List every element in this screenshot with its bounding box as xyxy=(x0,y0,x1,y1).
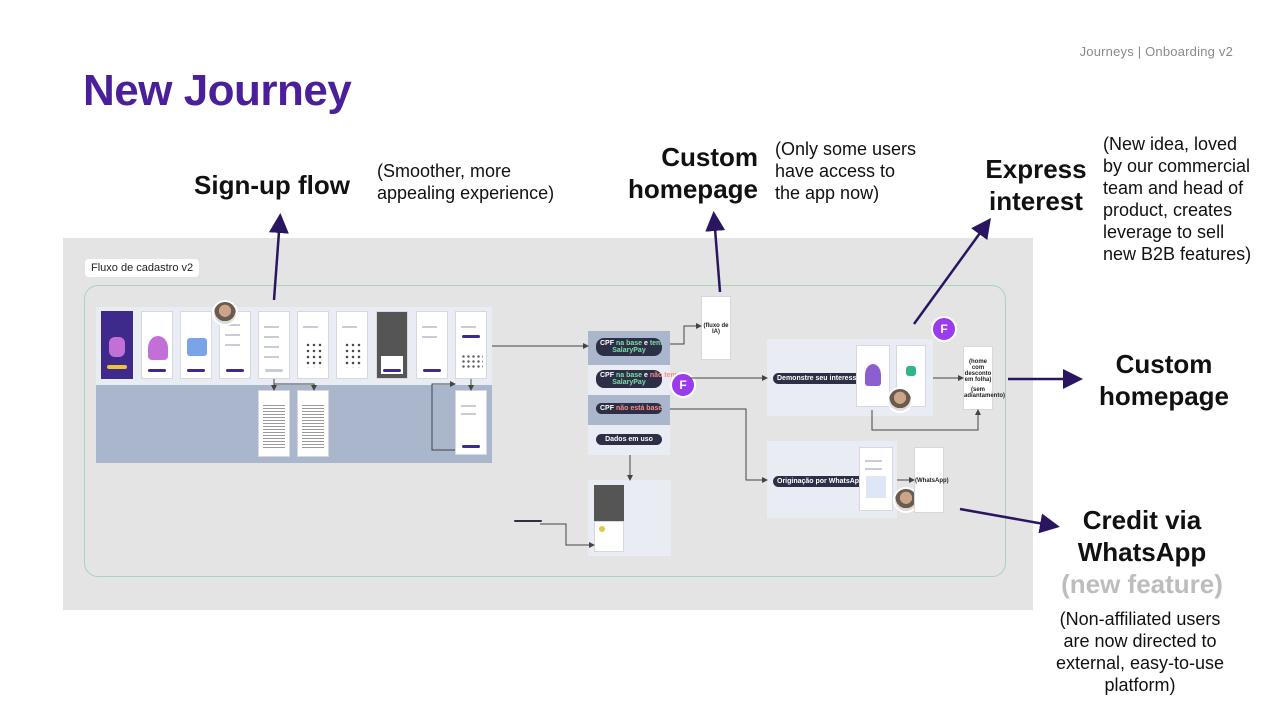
custom-homepage-right-label: Custom homepage xyxy=(1084,348,1244,412)
signup-flow-note: (Smoother, more appealing experience) xyxy=(377,160,554,204)
custom-top-note-line: the app now) xyxy=(775,183,880,203)
phone-screen xyxy=(416,311,448,379)
custom-top-note-line: have access to xyxy=(775,161,896,181)
user-avatar xyxy=(212,300,238,326)
phone-screen xyxy=(455,390,487,455)
express-note-line: (New idea, loved xyxy=(1103,134,1238,154)
connector xyxy=(871,409,981,431)
tiny-pill xyxy=(514,520,542,522)
pill-text: CPF xyxy=(600,340,616,347)
pill-text: SalaryPay xyxy=(612,347,646,354)
frame-title: Fluxo de cadastro v2 xyxy=(85,259,200,277)
pill-text: CPF xyxy=(600,405,616,412)
connector xyxy=(273,379,317,391)
express-note-line: product, creates xyxy=(1103,200,1233,220)
phone-screen xyxy=(258,311,290,379)
phone-screen xyxy=(297,390,329,457)
pill-text: na base xyxy=(615,340,643,347)
connector xyxy=(670,323,702,345)
pill-text: na base xyxy=(615,372,643,379)
pill-originacao-whatsapp: Originação por WhatsApp xyxy=(773,476,868,487)
custom-right-line: homepage xyxy=(1098,381,1230,411)
user-avatar xyxy=(887,387,913,413)
phone-screen xyxy=(258,390,290,457)
phone-screen xyxy=(455,311,487,379)
pill-cpf-nao-base: CPF não está base xyxy=(596,403,662,414)
express-interest-note: (New idea, loved by our commercial team … xyxy=(1103,133,1251,265)
breadcrumb: Journeys | Onboarding v2 xyxy=(1079,44,1233,59)
pill-text: não está base xyxy=(615,405,663,412)
express-interest-label: Express interest xyxy=(983,153,1089,217)
custom-top-note-line: (Only some users xyxy=(775,139,917,159)
phone-screen xyxy=(859,447,893,511)
arrow-express xyxy=(912,217,991,325)
phone-screen xyxy=(336,311,368,379)
connector xyxy=(540,523,595,548)
node-fluxo-ia: (fluxo de IA) xyxy=(701,296,731,360)
pill-text: tem xyxy=(649,340,663,347)
pill-text: CPF xyxy=(600,372,616,379)
node-text: (sem adiantamento) xyxy=(964,387,1006,399)
arrow-signup xyxy=(268,213,289,301)
signup-flow-label: Sign-up flow xyxy=(194,170,350,200)
credit-note-line: platform) xyxy=(1104,675,1176,695)
express-note-line: new B2B features) xyxy=(1103,244,1252,264)
phone-screen xyxy=(594,521,624,552)
avatar-f: F xyxy=(670,372,696,398)
express-note-line: leverage to sell xyxy=(1103,222,1225,242)
express-note-line: team and head of xyxy=(1103,178,1244,198)
avatar-f: F xyxy=(931,316,957,342)
custom-top-line: Custom xyxy=(661,142,758,172)
signup-note-line: (Smoother, more xyxy=(377,161,512,181)
phone-screen xyxy=(297,311,329,379)
pill-text: não tem xyxy=(649,372,677,379)
express-note-line: by our commercial xyxy=(1103,156,1251,176)
credit-whatsapp-label: Credit via WhatsApp (new feature) xyxy=(1052,504,1232,600)
credit-line: Credit via xyxy=(1082,505,1202,535)
express-line: Express xyxy=(985,154,1087,184)
pill-text: e xyxy=(642,340,650,347)
arrow-credit xyxy=(959,507,1060,534)
phone-screen xyxy=(180,311,212,379)
pill-text: SalaryPay xyxy=(612,379,646,386)
express-line: interest xyxy=(989,186,1083,216)
pill-text: e xyxy=(642,372,650,379)
custom-homepage-top-note: (Only some users have access to the app … xyxy=(775,138,916,204)
custom-homepage-top-label: Custom homepage xyxy=(618,141,758,205)
phone-screen xyxy=(594,485,624,521)
connector xyxy=(670,408,768,483)
flow-section-frame xyxy=(84,285,1006,577)
signup-note-line: appealing experience) xyxy=(377,183,555,203)
credit-subtitle: (new feature) xyxy=(1061,569,1223,599)
credit-note-line: external, easy-to-use xyxy=(1055,653,1225,673)
phone-screen xyxy=(141,311,173,379)
credit-whatsapp-note: (Non-affiliated users are now directed t… xyxy=(1040,608,1240,696)
credit-note-line: (Non-affiliated users xyxy=(1059,609,1221,629)
connector xyxy=(431,381,456,451)
arrow-custom-top xyxy=(705,211,726,293)
custom-top-line: homepage xyxy=(627,174,758,204)
phone-screen xyxy=(376,311,408,379)
pill-dados-em-uso: Dados em uso xyxy=(596,434,662,445)
pill-demonstre-interesse: Demonstre seu interesse xyxy=(773,373,865,384)
credit-line: WhatsApp xyxy=(1077,537,1207,567)
splash-screen xyxy=(101,311,133,379)
credit-note-line: are now directed to xyxy=(1063,631,1217,651)
node-text: (home com desconto em folha) xyxy=(964,359,992,383)
custom-right-line: Custom xyxy=(1115,349,1213,379)
phone-screen xyxy=(856,345,890,407)
page-title: New Journey xyxy=(83,66,352,115)
